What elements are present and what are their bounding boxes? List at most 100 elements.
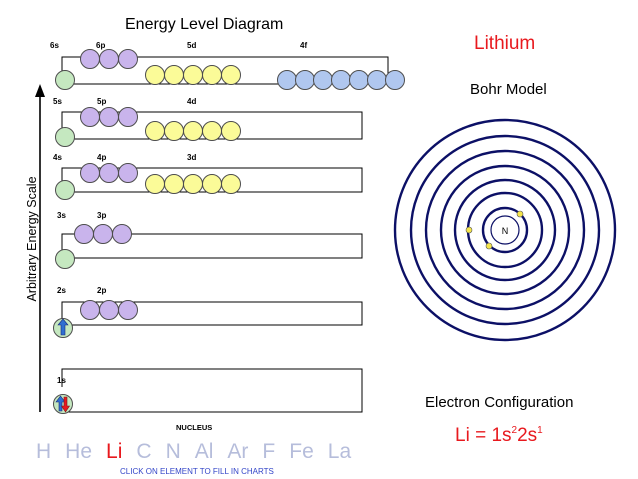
- orbital-5d-5: [221, 65, 241, 85]
- element-selector: H He Li C N Al Ar F Fe La: [36, 440, 365, 464]
- orbital-4d-5: [221, 121, 241, 141]
- orbital-4s: [55, 180, 75, 200]
- label-5s: 5s: [53, 97, 62, 106]
- shell-bracket-5: [61, 111, 363, 140]
- element-button-f[interactable]: F: [262, 440, 276, 463]
- label-2s: 2s: [57, 286, 66, 295]
- shell-bracket-2: [61, 301, 363, 326]
- diagram-title: Energy Level Diagram: [125, 16, 284, 33]
- energy-axis-arrowhead: [35, 84, 45, 97]
- orbital-6p-1: [80, 49, 100, 69]
- orbital-3d-1: [145, 174, 165, 194]
- electron-up-arrow-icon: [55, 395, 66, 412]
- element-button-al[interactable]: Al: [194, 440, 214, 463]
- element-button-li[interactable]: Li: [106, 440, 123, 463]
- orbital-4f-4: [331, 70, 351, 90]
- config-sup-2s: 1: [537, 425, 543, 436]
- orbital-3d-4: [202, 174, 222, 194]
- label-3d: 3d: [187, 153, 197, 162]
- orbital-5d-2: [164, 65, 184, 85]
- bohr-orbit-5: [424, 149, 586, 311]
- label-3p: 3p: [97, 211, 107, 220]
- orbital-3p-2: [93, 224, 113, 244]
- label-5p: 5p: [97, 97, 107, 106]
- orbital-4d-3: [183, 121, 203, 141]
- orbital-1s: [53, 394, 73, 414]
- orbital-2p-3: [118, 300, 138, 320]
- label-1s: 1s: [57, 376, 66, 385]
- element-button-he[interactable]: He: [65, 440, 93, 463]
- element-button-fe[interactable]: Fe: [289, 440, 314, 463]
- orbital-4f-3: [313, 70, 333, 90]
- label-5d: 5d: [187, 41, 197, 50]
- orbital-5p-1: [80, 107, 100, 127]
- click-hint: CLICK ON ELEMENT TO FILL IN CHARTS: [120, 467, 274, 476]
- bohr-electron-2s: [465, 226, 473, 234]
- orbital-4p-2: [99, 163, 119, 183]
- orbital-4f-1: [277, 70, 297, 90]
- bohr-model-title: Bohr Model: [470, 81, 547, 98]
- bohr-electron-1s-b: [485, 242, 493, 250]
- orbital-4f-5: [349, 70, 369, 90]
- orbital-5d-4: [202, 65, 222, 85]
- electron-up-arrow-icon: [57, 318, 69, 336]
- orbital-4f-2: [295, 70, 315, 90]
- orbital-3p-3: [112, 224, 132, 244]
- orbital-4p-1: [80, 163, 100, 183]
- element-name: Lithium: [474, 33, 536, 54]
- orbital-5d-3: [183, 65, 203, 85]
- orbital-3d-2: [164, 174, 184, 194]
- orbital-2p-1: [80, 300, 100, 320]
- orbital-5d-1: [145, 65, 165, 85]
- label-4d: 4d: [187, 97, 197, 106]
- label-6s: 6s: [50, 41, 59, 50]
- nucleus-label: NUCLEUS: [176, 423, 213, 432]
- orbital-2p-2: [99, 300, 119, 320]
- element-button-la[interactable]: La: [327, 440, 352, 463]
- electron-configuration-title: Electron Configuration: [425, 394, 574, 411]
- electron-down-arrow-icon: [60, 396, 71, 413]
- label-6p: 6p: [96, 41, 106, 50]
- bohr-orbit-1: [481, 206, 529, 254]
- orbital-4f-7: [385, 70, 405, 90]
- element-button-h[interactable]: H: [36, 440, 52, 463]
- bohr-orbit-6: [409, 134, 601, 326]
- bohr-orbit-4: [439, 164, 571, 296]
- orbital-4f-6: [367, 70, 387, 90]
- orbital-6p-3: [118, 49, 138, 69]
- orbital-3p-1: [74, 224, 94, 244]
- bohr-orbit-7: [393, 118, 617, 342]
- shell-bracket-3: [61, 233, 363, 259]
- orbital-3d-5: [221, 174, 241, 194]
- bohr-orbit-3: [453, 178, 557, 282]
- orbital-4d-2: [164, 121, 184, 141]
- orbital-4p-3: [118, 163, 138, 183]
- shell-bracket-1: [61, 368, 363, 413]
- orbital-4d-4: [202, 121, 222, 141]
- config-prefix: Li = 1s: [455, 425, 512, 446]
- shell-bracket-4: [61, 167, 363, 193]
- bohr-orbits: [393, 118, 617, 342]
- label-4s: 4s: [53, 153, 62, 162]
- orbital-4d-1: [145, 121, 165, 141]
- bohr-nucleus-label: N: [502, 226, 509, 236]
- label-3s: 3s: [57, 211, 66, 220]
- orbital-3s: [55, 249, 75, 269]
- element-button-n[interactable]: N: [165, 440, 181, 463]
- label-4p: 4p: [97, 153, 107, 162]
- config-mid: 2s: [517, 425, 538, 446]
- element-button-ar[interactable]: Ar: [227, 440, 249, 463]
- bohr-electron-1s-a: [516, 210, 524, 218]
- element-button-c[interactable]: C: [136, 440, 152, 463]
- orbital-5s: [55, 127, 75, 147]
- label-4f: 4f: [300, 41, 308, 50]
- config-sup-1s: 2: [511, 425, 518, 436]
- electron-configuration: Li = 1s22s1: [455, 425, 543, 447]
- orbital-6s: [55, 70, 75, 90]
- orbital-5p-2: [99, 107, 119, 127]
- orbital-5p-3: [118, 107, 138, 127]
- orbital-6p-2: [99, 49, 119, 69]
- label-2p: 2p: [97, 286, 107, 295]
- bohr-nucleus: [490, 215, 520, 245]
